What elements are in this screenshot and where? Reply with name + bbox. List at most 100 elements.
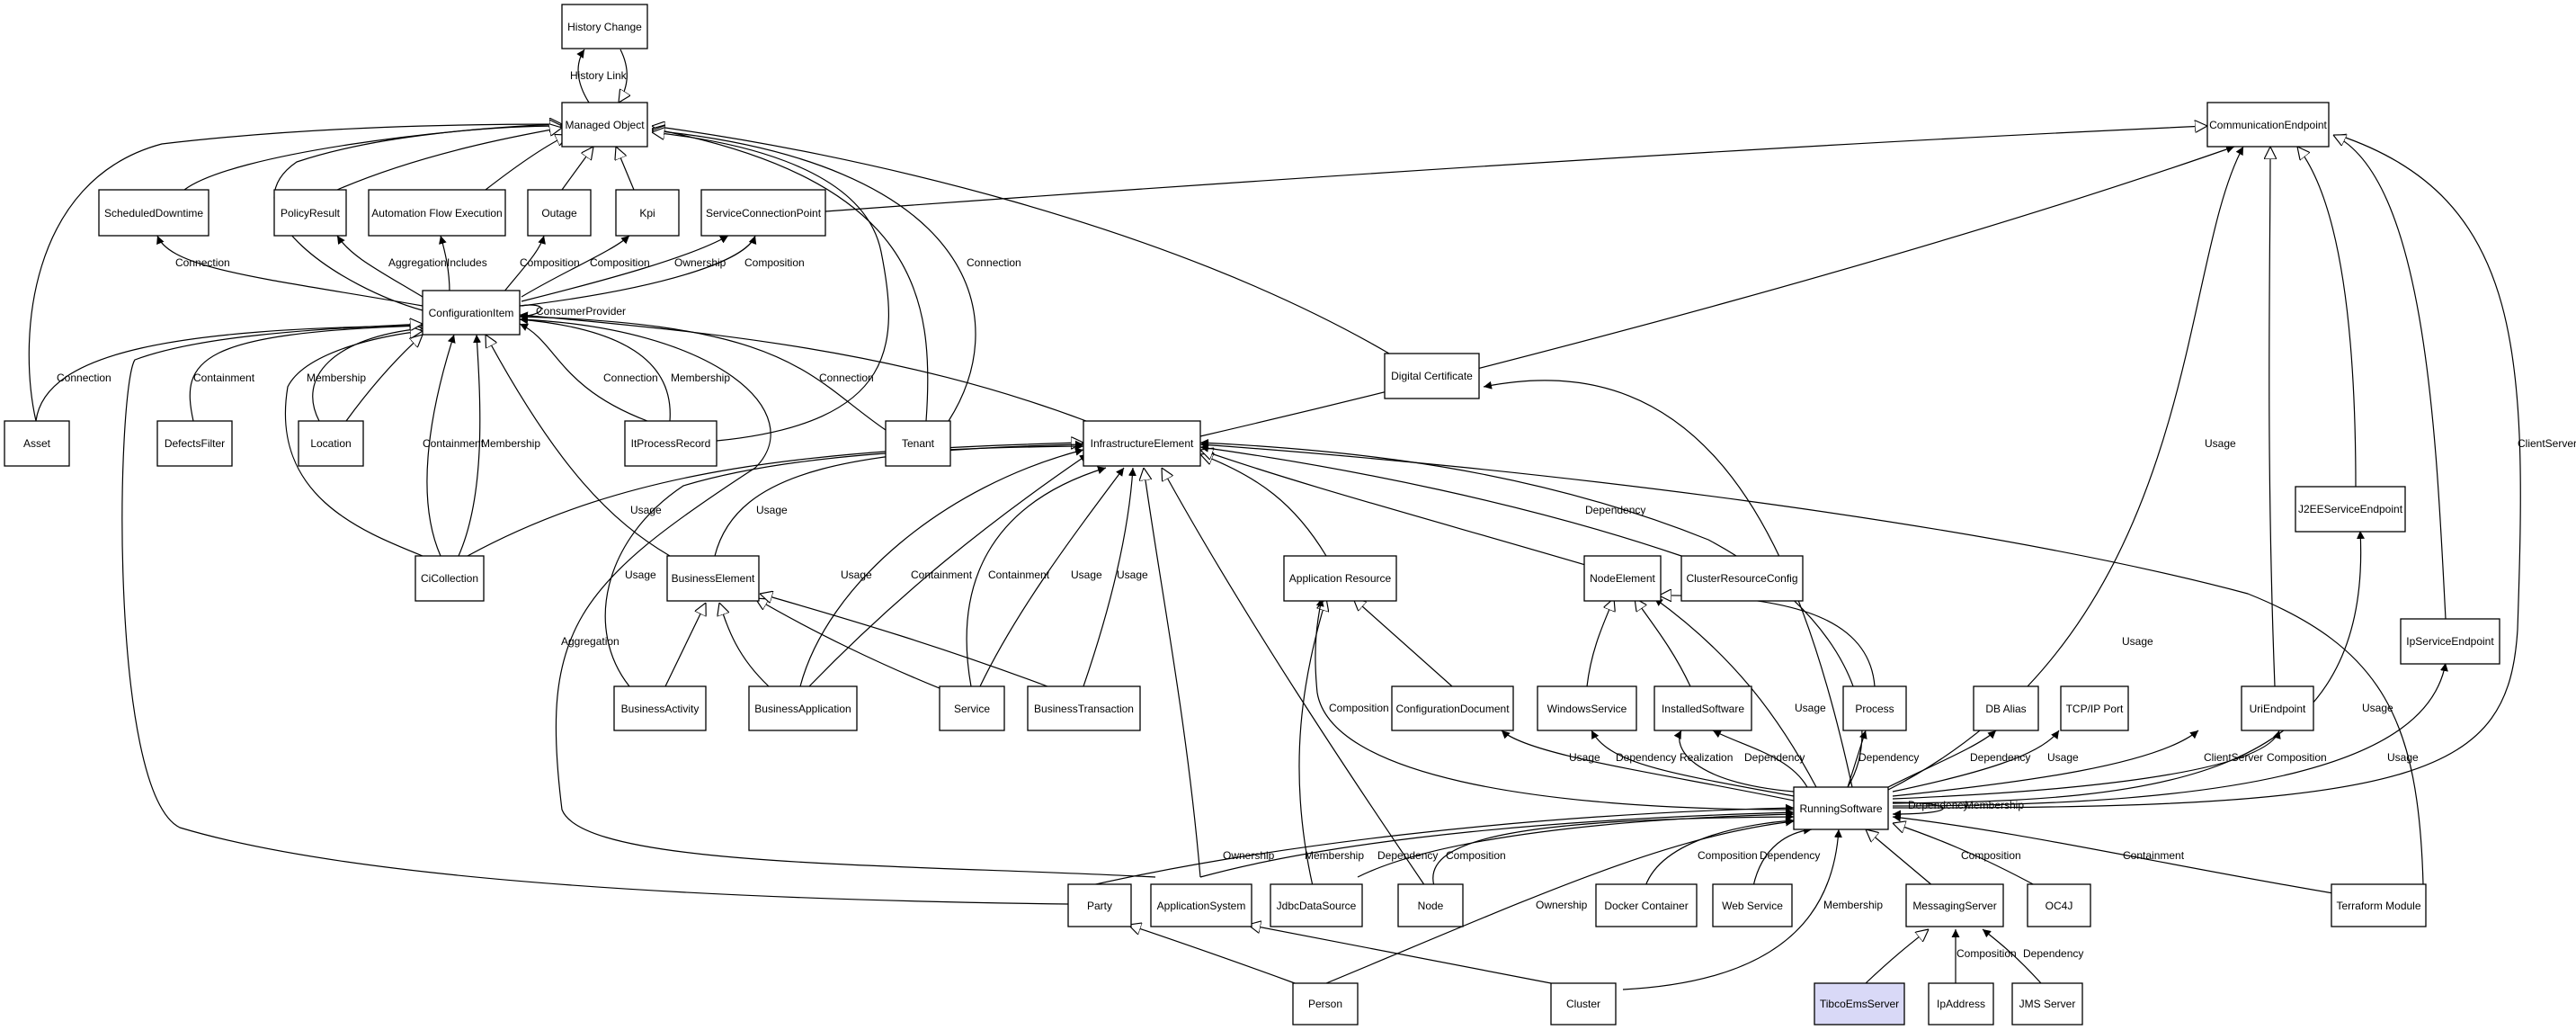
svg-text:Docker Container: Docker Container	[1604, 900, 1688, 912]
node-configuration-item[interactable]: ConfigurationItem	[422, 290, 521, 336]
edge-label-aggregation-pr: Aggregation	[388, 256, 447, 269]
node-application-system[interactable]: ApplicationSystem	[1150, 883, 1252, 927]
node-windows-service[interactable]: WindowsService	[1537, 685, 1637, 731]
svg-text:UriEndpoint: UriEndpoint	[2250, 703, 2306, 715]
node-history-change[interactable]: History Change	[561, 4, 648, 49]
node-running-software[interactable]: RunningSoftware	[1793, 786, 1889, 830]
node-location[interactable]: Location	[298, 420, 364, 467]
edge-svc-be	[755, 598, 958, 696]
node-business-application[interactable]: BusinessApplication	[748, 685, 858, 731]
edge-label-clientserver-ce: ClientServer	[2518, 437, 2576, 450]
node-ip-service-endpoint[interactable]: IpServiceEndpoint	[2400, 618, 2500, 665]
edge-node-ie	[1162, 468, 1426, 887]
edge-person-rs	[1325, 818, 1795, 984]
node-communication-endpoint[interactable]: CommunicationEndpoint	[2206, 102, 2330, 148]
edge-label-composition-ip: Composition	[1957, 947, 2017, 960]
node-node-element[interactable]: NodeElement	[1583, 555, 1662, 602]
node-cluster-resource-config[interactable]: ClusterResourceConfig	[1680, 555, 1804, 602]
edge-tenant-ci	[519, 312, 887, 431]
svg-text:Location: Location	[310, 437, 351, 450]
edge-label-containment-cicol: Containment	[423, 437, 485, 450]
svg-text:MessagingServer: MessagingServer	[1912, 900, 1996, 912]
node-person[interactable]: Person	[1292, 982, 1359, 1026]
node-policy-result[interactable]: PolicyResult	[273, 189, 347, 237]
node-ip-address[interactable]: IpAddress	[1928, 982, 1994, 1026]
edge-ws-ne	[1586, 598, 1614, 687]
edge-rs-ie	[1199, 438, 1863, 788]
node-configuration-document[interactable]: ConfigurationDocument	[1391, 685, 1514, 731]
node-process[interactable]: Process	[1842, 685, 1907, 731]
edge-rs-is-dependency	[1712, 730, 1808, 788]
node-installed-software[interactable]: InstalledSoftware	[1653, 685, 1752, 731]
svg-text:Outage: Outage	[541, 207, 577, 219]
svg-text:BusinessApplication: BusinessApplication	[754, 703, 851, 715]
edge-label-dependency-crc: Dependency	[1585, 504, 1645, 516]
node-automation-flow-execution[interactable]: Automation Flow Execution	[368, 189, 506, 237]
node-application-resource[interactable]: Application Resource	[1283, 555, 1397, 602]
node-kpi[interactable]: Kpi	[615, 189, 680, 237]
node-scheduled-downtime[interactable]: ScheduledDowntime	[98, 189, 209, 237]
svg-text:Party: Party	[1087, 900, 1112, 912]
edge-rs-is-realization	[1673, 730, 1795, 793]
node-messaging-server[interactable]: MessagingServer	[1905, 883, 2004, 927]
node-terraform-module[interactable]: Terraform Module	[2331, 883, 2427, 927]
edge-label-usage-j2ee: Usage	[2362, 702, 2393, 714]
node-uri-endpoint[interactable]: UriEndpoint	[2241, 685, 2314, 731]
node-business-element[interactable]: BusinessElement	[666, 555, 760, 602]
svg-text:ConfigurationDocument: ConfigurationDocument	[1395, 703, 1510, 715]
node-digital-certificate[interactable]: Digital Certificate	[1384, 353, 1480, 399]
node-node[interactable]: Node	[1397, 883, 1464, 927]
edge-scp-ce	[824, 126, 2207, 212]
node-tcp-ip-port[interactable]: TCP/IP Port	[2060, 685, 2129, 731]
node-oc4j[interactable]: OC4J	[2027, 883, 2091, 927]
node-asset[interactable]: Asset	[4, 420, 70, 467]
node-jdbc-data-source[interactable]: JdbcDataSource	[1270, 883, 1363, 927]
node-ci-collection[interactable]: CiCollection	[414, 555, 485, 602]
svg-text:Service: Service	[954, 703, 990, 715]
node-infrastructure-element[interactable]: InfrastructureElement	[1083, 420, 1201, 467]
edge-label-connection-ci-ie: Connection	[819, 372, 874, 384]
node-j2ee-service-endpoint[interactable]: J2EEServiceEndpoint	[2295, 486, 2406, 533]
node-party[interactable]: Party	[1067, 883, 1132, 927]
node-service-connection-point[interactable]: ServiceConnectionPoint	[700, 189, 826, 237]
edge-label-composition-scp: Composition	[744, 256, 805, 269]
edge-ci-outage	[503, 235, 546, 293]
edge-label-dependency-web: Dependency	[1760, 849, 1820, 862]
node-web-service[interactable]: Web Service	[1712, 883, 1793, 927]
node-cluster[interactable]: Cluster	[1550, 982, 1617, 1026]
edge-label-usage-svc: Usage	[1071, 569, 1102, 581]
svg-text:History Change: History Change	[567, 21, 642, 33]
edge-tf-rs	[1892, 813, 2334, 894]
edge-rs-ce-cs	[1892, 133, 2521, 809]
edge-cluster-rs	[1622, 828, 1842, 990]
node-business-transaction[interactable]: BusinessTransaction	[1027, 685, 1141, 731]
edge-label-containment-df: Containment	[193, 372, 255, 384]
edge-label-usage-tcp: Usage	[2047, 751, 2079, 764]
edge-rs-cd	[1501, 730, 1795, 802]
node-defects-filter[interactable]: DefectsFilter	[156, 420, 233, 467]
edge-label-dependency-jdbc: Dependency	[1377, 849, 1438, 862]
edge-ms-rs	[1866, 829, 1934, 887]
node-it-process-record[interactable]: ItProcessRecord	[624, 420, 718, 467]
node-business-activity[interactable]: BusinessActivity	[613, 685, 707, 731]
svg-text:Web Service: Web Service	[1722, 900, 1783, 912]
edge-location-ci-membership	[312, 328, 423, 422]
edge-label-composition-oc4j: Composition	[1961, 849, 2021, 862]
node-tibco-ems-server[interactable]: TibcoEmsServer	[1814, 982, 1905, 1026]
edge-party-rs	[1067, 803, 1795, 891]
node-jms-server[interactable]: JMS Server	[2011, 982, 2083, 1026]
node-service[interactable]: Service	[939, 685, 1005, 731]
edge-itpr-ci-membership	[519, 316, 671, 422]
node-docker-container[interactable]: Docker Container	[1595, 883, 1698, 927]
node-tenant[interactable]: Tenant	[885, 420, 951, 467]
svg-text:ItProcessRecord: ItProcessRecord	[631, 437, 711, 450]
node-outage[interactable]: Outage	[527, 189, 592, 237]
node-managed-object[interactable]: Managed Object	[561, 102, 648, 148]
svg-text:ServiceConnectionPoint: ServiceConnectionPoint	[706, 207, 822, 219]
edge-itpr-managed-object	[652, 132, 889, 442]
edge-label-usage-ba: Usage	[625, 569, 656, 581]
edge-label-ownership-person: Ownership	[1536, 899, 1588, 911]
edge-label-clientserver-uri: ClientServer	[2204, 751, 2263, 764]
edge-label-usage-rs-ne: Usage	[1795, 702, 1826, 714]
node-db-alias[interactable]: DB Alias	[1973, 685, 2039, 731]
